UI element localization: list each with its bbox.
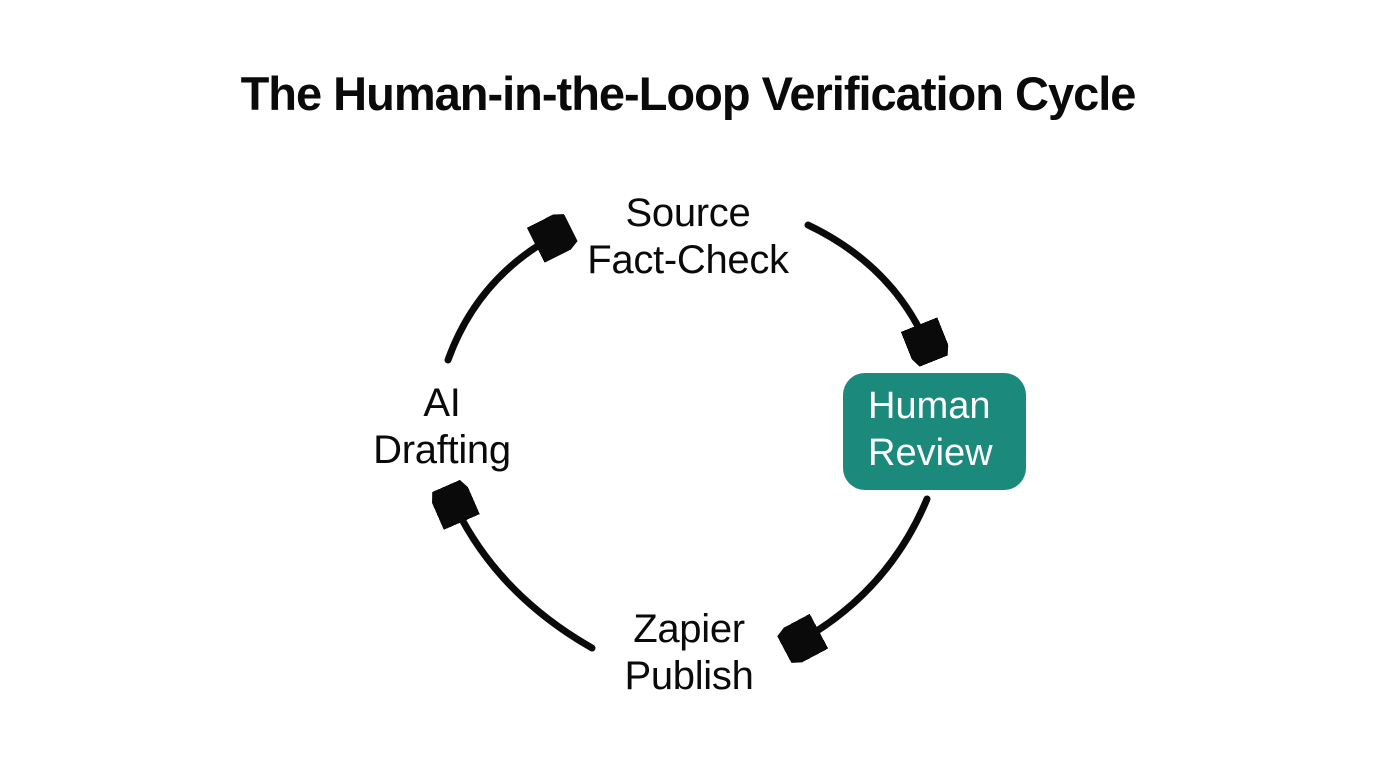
node-zapier-publish: Zapier Publish [624,607,754,698]
arrow-human-review-to-zapier-publish [793,495,931,645]
arrow-ai-drafting-to-fact-check [444,232,562,364]
node-source-fact-check: Source Fact-Check [587,191,789,282]
node-ai-drafting: AI Drafting [373,381,511,472]
page-title: The Human-in-the-Loop Verification Cycle [240,67,1137,120]
arrow-zapier-publish-to-ai-drafting [450,495,596,652]
node-human-review: Human Review [843,373,1026,490]
arrow-fact-check-to-human-review [804,221,930,352]
